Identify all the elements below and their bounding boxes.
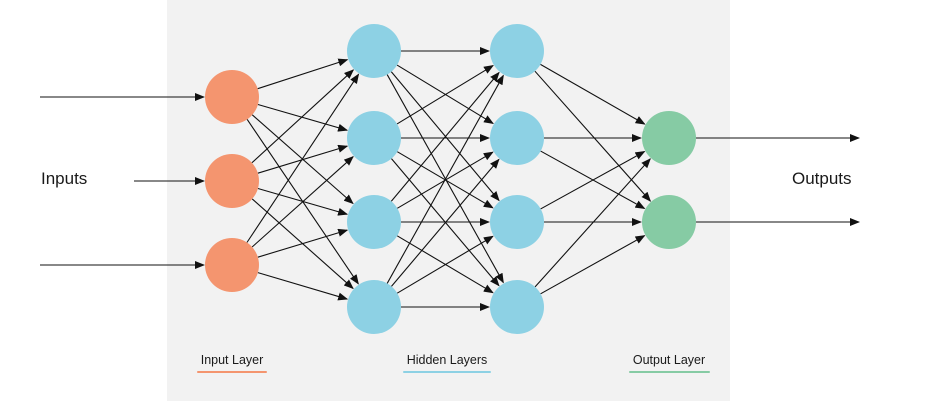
connection-arrow bbox=[246, 73, 360, 243]
connection-arrow bbox=[540, 63, 646, 125]
connection-arrow bbox=[391, 158, 500, 287]
connection-arrow bbox=[540, 151, 646, 210]
background-panel bbox=[167, 0, 730, 401]
hidden-layers-underline bbox=[403, 371, 491, 373]
hidden1-node bbox=[347, 111, 401, 165]
input-layer-underline bbox=[197, 371, 267, 373]
output-node bbox=[642, 195, 696, 249]
output-node bbox=[642, 111, 696, 165]
input-node bbox=[205, 238, 259, 292]
connection-arrow bbox=[257, 58, 349, 90]
connection-arrow bbox=[540, 235, 646, 295]
input-node bbox=[205, 154, 259, 208]
outputs-label: Outputs bbox=[792, 169, 852, 188]
hidden-layers-label: Hidden Layers bbox=[406, 353, 488, 367]
input-node bbox=[205, 70, 259, 124]
connection-arrow bbox=[386, 74, 504, 284]
hidden1-node bbox=[347, 195, 401, 249]
connection-arrow bbox=[257, 272, 349, 301]
connection-arrow bbox=[251, 155, 354, 248]
connection-arrow bbox=[390, 71, 500, 202]
hidden1-node bbox=[347, 280, 401, 334]
connection-arrow bbox=[257, 103, 349, 132]
connections bbox=[246, 47, 652, 311]
connection-arrow bbox=[396, 235, 494, 294]
hidden2-node bbox=[490, 111, 544, 165]
connection-arrow bbox=[396, 65, 494, 125]
inputs-label: Inputs bbox=[41, 169, 88, 188]
io-arrows bbox=[40, 93, 860, 269]
hidden2-node bbox=[490, 280, 544, 334]
input-layer-label: Input Layer bbox=[200, 353, 264, 367]
hidden2-node bbox=[490, 195, 544, 249]
hidden1-node bbox=[347, 24, 401, 78]
neurons bbox=[205, 24, 696, 334]
connection-arrow bbox=[534, 158, 651, 288]
output-layer-underline bbox=[629, 371, 710, 373]
connection-arrow bbox=[257, 228, 349, 258]
hidden2-node bbox=[490, 24, 544, 78]
connection-arrow bbox=[251, 69, 355, 164]
output-layer-label: Output Layer bbox=[632, 353, 706, 367]
